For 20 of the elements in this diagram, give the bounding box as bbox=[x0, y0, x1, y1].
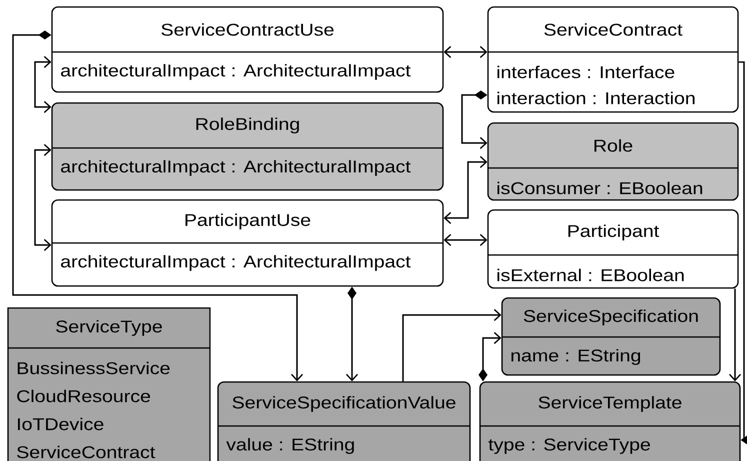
class-box: ServiceSpecification name : EString bbox=[501, 297, 721, 376]
association-arrow bbox=[34, 56, 52, 114]
class-box: ServiceContract interfaces : Interface interaction : Interaction bbox=[487, 6, 739, 113]
association-arrow bbox=[34, 144, 52, 252]
composition-arrow bbox=[738, 61, 747, 444]
class-box: Participant isExternal : EBoolean bbox=[487, 209, 739, 289]
association-arrow bbox=[402, 308, 502, 382]
association-arrow bbox=[444, 46, 488, 58]
class-box: Role isConsumer : EBoolean bbox=[487, 122, 739, 201]
class-box: RoleBinding architecturalImpact : ArchitecturalImpact bbox=[51, 102, 444, 191]
class-box: ServiceType BussinessService CloudResource IoTDevice ServiceContract bbox=[7, 307, 211, 461]
class-box: ServiceContractUse architecturalImpact : ArchitecturalImpact bbox=[51, 6, 444, 93]
composition-arrow bbox=[461, 90, 488, 150]
association-arrow bbox=[444, 234, 488, 246]
association-arrow bbox=[444, 156, 488, 224]
class-box: ServiceSpecificationValue value : EString bbox=[217, 381, 471, 461]
association-arrow bbox=[729, 288, 742, 382]
composition-arrow bbox=[12, 30, 304, 382]
class-box: ParticipantUse architecturalImpact : ArchitecturalImpact bbox=[51, 199, 444, 287]
class-box: ServiceTemplate type : ServiceType bbox=[479, 381, 741, 461]
